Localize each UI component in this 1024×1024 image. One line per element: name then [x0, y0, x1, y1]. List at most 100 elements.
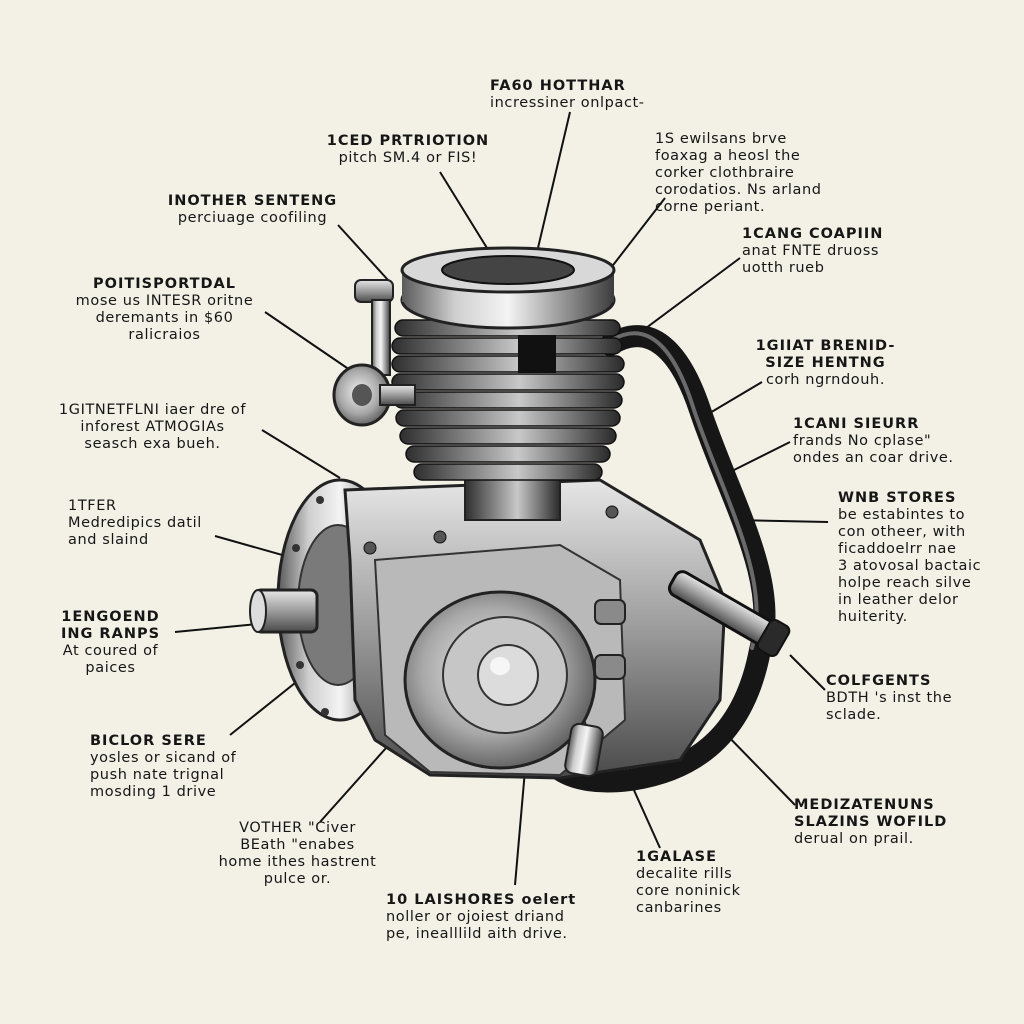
cylinder-port [518, 335, 556, 373]
leader-line [514, 769, 526, 886]
callout-title: 1ENGOEND [61, 609, 160, 625]
callout-coupling: 1CANG COAPIIN anat FNTE druoss uotth rue… [742, 226, 883, 277]
bolt [296, 661, 304, 669]
callout-colfgents: COLFGENTS BDTH 's inst the sclade. [826, 673, 952, 724]
callout-line: con otheer, with [838, 524, 966, 540]
callout-line: ondes an coar drive. [793, 450, 954, 466]
bolt [292, 544, 300, 552]
callout-title: COLFGENTS [826, 673, 932, 689]
bolt [433, 530, 447, 544]
bolt [316, 496, 324, 504]
callout-head-gasket: 1S ewilsans brve foaxag a heosl the cork… [655, 131, 822, 216]
bolt [363, 541, 377, 555]
leader-line [721, 729, 796, 806]
cylinder-fins [391, 319, 625, 481]
callout-idler: 1GITNETFLNI iaer dre of inforest ATMOGIA… [40, 402, 265, 453]
callout-side-cover: 1TFER Medredipics datil and slaind [68, 498, 202, 549]
callout-medizatenuns: MEDIZATENUNS SLAZINS WOFILD derual on pr… [794, 797, 947, 848]
callout-line: VOTHER "Civer [239, 820, 356, 836]
center-hub-shine [490, 657, 510, 675]
engine-illustration [249, 246, 791, 793]
callout-line: 1GITNETFLNI iaer dre of [58, 402, 247, 418]
coolant-hose-highlight [610, 331, 759, 650]
callout-line: corker clothbraire [655, 165, 795, 181]
callout-ignition: 1CED PRTRIOTION pitch SM.4 or FIS! [318, 133, 498, 167]
callout-line: inforest ATMOGIAs [80, 419, 225, 435]
drive-shaft-end [249, 589, 267, 633]
leader-line [337, 224, 389, 281]
callout-cylinder-head: FA60 HOTTHAR incressiner onlpact- [490, 78, 645, 112]
callout-line: core noninick [636, 883, 741, 899]
callout-galase: 1GALASE decalite rills core noninick can… [636, 849, 741, 917]
callout-line: mosding 1 drive [90, 784, 217, 800]
lower-fitting [564, 722, 604, 778]
leader-lines [174, 111, 829, 886]
callout-line: uotth rueb [742, 260, 825, 276]
callout-stores: WNB STORES be estabintes to con otheer, … [838, 490, 981, 626]
leader-line [174, 623, 259, 633]
callout-title: 1GIIAT BRENID- [755, 338, 896, 354]
callout-vother: VOTHER "Civer BEath "enabes home ithes h… [200, 820, 395, 888]
callout-line: SIZE HENTNG [765, 355, 886, 371]
callout-cooling: INOTHER SENTENG perciuage coofiling [155, 193, 350, 227]
callout-line: yosles or sicand of [90, 750, 237, 766]
callout-line: corodatios. Ns arland [655, 182, 822, 198]
cylinder-bore [441, 255, 575, 285]
callout-line: home ithes hastrent [218, 854, 377, 870]
callout-line: mose us INTESR oritne [75, 293, 254, 309]
callout-line: 1TFER [68, 498, 117, 514]
callout-line: holpe reach silve [838, 575, 972, 591]
callout-line: 1S ewilsans brve [655, 131, 787, 147]
callout-line: push nate trignal [90, 767, 225, 783]
bolt [605, 505, 619, 519]
callout-title: 1GALASE [636, 849, 718, 865]
callout-line: perciuage coofiling [177, 210, 328, 226]
callout-line: sclade. [826, 707, 882, 723]
idler-arm [379, 384, 416, 406]
bolt [321, 708, 329, 716]
leader-line [264, 311, 351, 371]
callout-line: 1CANI SIEURR [793, 416, 920, 432]
callout-line: in leather delor [838, 592, 959, 608]
leader-line [229, 674, 306, 736]
callout-line: derual on prail. [794, 831, 914, 847]
callout-line: BEath "enabes [240, 837, 355, 853]
callout-bicolor: BICLOR SERE yosles or sicand of push nat… [90, 733, 236, 801]
callout-line: anat FNTE druoss [742, 243, 880, 259]
callout-line: corh ngrndouh. [765, 372, 886, 388]
callout-line: 3 atovosal bactaic [838, 558, 982, 574]
callout-title: WNB STORES [838, 490, 957, 506]
boss [594, 599, 626, 625]
callout-title: INOTHER SENTENG [167, 193, 338, 209]
callout-line: Medredipics datil [68, 515, 202, 531]
callout-line: ING RANPS [60, 626, 161, 642]
callout-title: FA60 HOTTHAR [490, 78, 626, 94]
callout-line: BDTH 's inst the [826, 690, 953, 706]
callout-line: noller or ojoiest driand [386, 909, 565, 925]
outlet-pipe-tip [756, 618, 791, 658]
callout-line: and slaind [68, 532, 149, 548]
center-hub [477, 644, 539, 706]
callout-line: ficaddoelrr nae [838, 541, 957, 557]
callout-title: MEDIZATENUNS [794, 797, 935, 813]
callout-title: POITISPORTDAL [93, 276, 236, 292]
callout-line: incressiner onlpact- [490, 95, 645, 111]
callout-line: huiterity. [838, 609, 908, 625]
callout-line: corne periant. [655, 199, 766, 215]
leader-line [789, 654, 826, 691]
leader-line [629, 257, 741, 341]
callout-line: paices [85, 660, 136, 676]
callout-line: ralicraios [128, 327, 201, 343]
leader-line [319, 737, 396, 823]
callout-title: 1CANG COAPIIN [742, 226, 884, 242]
idler-pulley-hub [352, 384, 372, 406]
callout-line: frands No cplase" [793, 433, 932, 449]
callout-line: At coured of [62, 643, 159, 659]
callout-line: seasch exa bueh. [84, 436, 221, 452]
callout-bridge: 1GIIAT BRENID- SIZE HENTNG corh ngrndouh… [738, 338, 913, 389]
callout-line: be estabintes to [838, 507, 966, 523]
callout-line: SLAZINS WOFILD [794, 814, 948, 830]
callout-title: BICLOR SERE [90, 733, 207, 749]
callout-line: pitch SM.4 or FIS! [338, 150, 478, 166]
mount-post [371, 299, 391, 376]
